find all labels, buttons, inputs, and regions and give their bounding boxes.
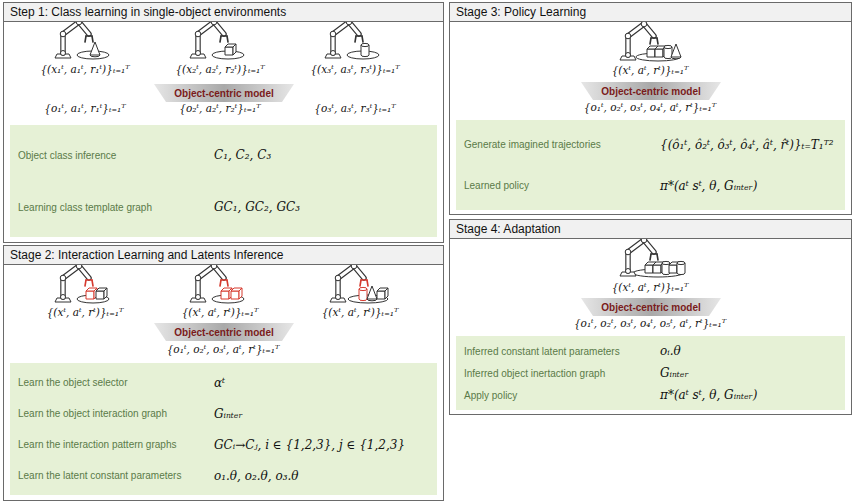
trajectory-label: {(x₃ᵗ, a₃ᵗ, r₃ᵗ)}ₜ₌₁ᵀ <box>310 62 399 76</box>
trajectory-label: {o₁ᵗ, o₂ᵗ, o₃ᵗ, o₄ᵗ, o₅ᵗ, aᵗ, rᵗ}ₜ₌₁ᵀ <box>574 316 726 330</box>
model-label: Object-centric model <box>601 302 700 313</box>
panel-title: Stage 4: Adaptation <box>450 220 851 239</box>
math-expression: Gᵢₙₜₑᵣ <box>214 407 429 421</box>
model-label: Object-centric model <box>174 327 273 338</box>
step-label: Object class inference <box>18 150 214 161</box>
step-label: Learn the object selector <box>18 377 214 388</box>
trajectory-label: {o₁ᵗ, o₂ᵗ, o₃ᵗ, aᵗ, rᵗ}ₜ₌₁ᵀ <box>167 342 280 356</box>
stage-panel: Step 1: Class learning in single-object … <box>3 2 444 243</box>
step-label: Learn the latent constant parameters <box>18 470 214 481</box>
trajectory-label: {(x₂ᵗ, a₂ᵗ, r₂ᵗ)}ₜ₌₁ᵀ <box>175 62 264 76</box>
math-expression: GCᵢ→Cⱼ, i ∈ {1,2,3}, j ∈ {1,2,3} <box>214 438 429 452</box>
step-label: Inferred constant latent parameters <box>464 346 660 357</box>
trajectory-label: {o₁ᵗ, o₂ᵗ, o₃ᵗ, o₄ᵗ, aᵗ, rᵗ}ₜ₌₁ᵀ <box>584 100 716 114</box>
model-label: Object-centric model <box>601 86 700 97</box>
model-arrow: Object-centric model <box>154 323 294 341</box>
panel-title: Step 1: Class learning in single-object … <box>4 3 443 22</box>
trajectory-label: {(xᵗ, aᵗ, rᵗ)}ₜ₌₁ᵀ <box>182 305 259 319</box>
math-expression: Gᵢₙₜₑᵣ <box>660 366 837 380</box>
trajectory-label: {(xᵗ, aᵗ, rᵗ)}ₜ₌₁ᵀ <box>612 280 689 294</box>
step-label: Inferred object inertaction graph <box>464 368 660 379</box>
math-expression: αᵗ <box>214 376 429 390</box>
step-label: Generate imagined trajectories <box>464 139 660 150</box>
result-box: Object class inferenceC₁, C₂, C₃ Learning… <box>10 125 437 237</box>
model-arrow: Object-centric model <box>581 298 721 316</box>
step-label: Apply policy <box>464 390 660 401</box>
model-label: Object-centric model <box>174 88 273 99</box>
step-label: Learn the interaction pattern graphs <box>18 439 214 450</box>
math-expression: {(ô₁ᵗ, ô₂ᵗ, ô₃ᵗ, ô₄ᵗ, âᵗ, r̂ᵗ)}ₜ₌T₁ᵀ² <box>660 138 837 152</box>
trajectory-label: {(xᵗ, aᵗ, rᵗ)}ₜ₌₁ᵀ <box>47 305 124 319</box>
trajectory-label: {(xᵗ, aᵗ, rᵗ)}ₜ₌₁ᵀ <box>322 305 399 319</box>
math-expression: C₁, C₂, C₃ <box>214 148 429 162</box>
trajectory-label: {(xᵗ, aᵗ, rᵗ)}ₜ₌₁ᵀ <box>612 63 689 77</box>
trajectory-label: {o₃ᵗ, a₃ᵗ, r₃ᵗ}ₜ₌₁ᵀ <box>314 101 395 115</box>
trajectory-label: {o₂ᵗ, a₂ᵗ, r₂ᵗ}ₜ₌₁ᵀ <box>179 101 260 115</box>
model-arrow: Object-centric model <box>154 84 294 102</box>
math-expression: oᵢ.θ <box>660 344 837 358</box>
result-box: Generate imagined trajectories{(ô₁ᵗ, ô₂ᵗ… <box>456 120 845 210</box>
trajectory-label: {o₁ᵗ, a₁ᵗ, r₁ᵗ}ₜ₌₁ᵀ <box>44 101 125 115</box>
model-arrow: Object-centric model <box>581 82 721 100</box>
math-expression: π*(aᵗ sᵗ, θ, Gᵢₙₜₑᵣ) <box>660 388 837 402</box>
math-expression: o₁.θ, o₂.θ, o₃.θ <box>214 469 429 483</box>
math-expression: π*(aᵗ sᵗ, θ, Gᵢₙₜₑᵣ) <box>660 179 837 193</box>
step-label: Learning class template graph <box>18 202 214 213</box>
stage-panel: Stage 2: Interaction Learning and Latent… <box>3 245 444 501</box>
panel-title: Stage 3: Policy Learning <box>450 3 851 22</box>
math-expression: GC₁, GC₂, GC₃ <box>214 200 429 214</box>
result-box: Inferred constant latent parametersoᵢ.θI… <box>456 336 845 410</box>
panel-title: Stage 2: Interaction Learning and Latent… <box>4 246 443 265</box>
step-label: Learned policy <box>464 180 660 191</box>
result-box: Learn the object selectorαᵗLearn the obj… <box>10 363 437 495</box>
step-label: Learn the object interaction graph <box>18 408 214 419</box>
trajectory-label: {(x₁ᵗ, a₁ᵗ, r₁ᵗ)}ₜ₌₁ᵀ <box>40 62 129 76</box>
